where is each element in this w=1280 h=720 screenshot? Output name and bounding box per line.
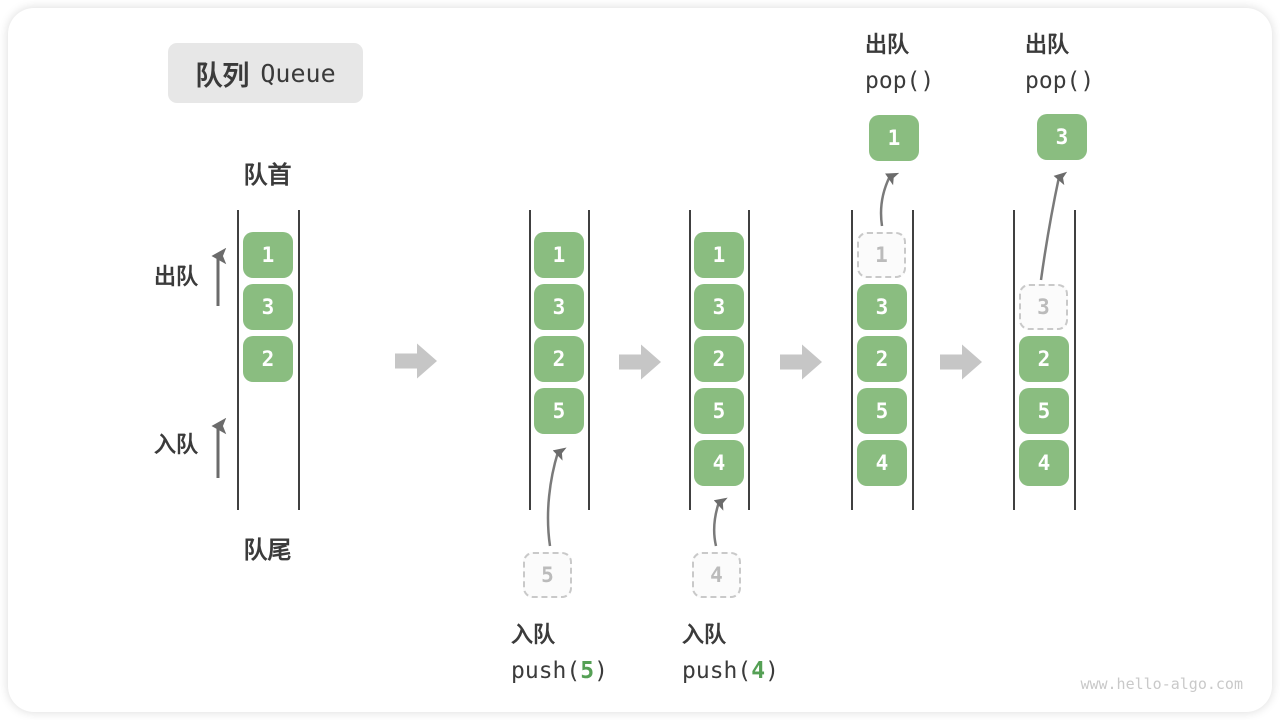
queue4-cell: 4	[857, 440, 907, 486]
step-arrow-2	[619, 344, 661, 380]
step-arrow-1	[395, 343, 437, 379]
rear-label: 队尾	[243, 537, 292, 564]
pop1-code: pop()	[865, 68, 935, 94]
queue-channel-walls	[237, 210, 1076, 510]
pop1-operation-label: 出队 pop()	[865, 27, 934, 94]
queue3-cell: 1	[694, 232, 744, 278]
pop2-operation-label: 出队 pop()	[1025, 27, 1094, 94]
dequeue-side-label: 出队	[154, 264, 199, 289]
watermark: www.hello-algo.com	[1080, 675, 1243, 693]
push5-arrow	[546, 447, 567, 547]
queue3-cell: 5	[694, 388, 744, 434]
queue2-cell: 1	[534, 232, 584, 278]
queue2-cell: 3	[534, 284, 584, 330]
push4-code-prefix: push(	[682, 658, 752, 684]
push5-code-prefix: push(	[511, 658, 581, 684]
step-arrow-4	[940, 344, 982, 380]
queue4-cell: 2	[857, 336, 907, 382]
queue4-ghost-cell: 1	[857, 232, 906, 278]
push5-code-suffix: )	[594, 658, 608, 684]
queue3-cell: 4	[694, 440, 744, 486]
front-label: 队首	[243, 162, 292, 189]
push5-code-arg: 5	[580, 658, 595, 684]
push4-arrow	[712, 497, 728, 547]
pop1-arrow	[879, 172, 900, 227]
push5-operation-label: 入队 push(5)	[511, 617, 608, 684]
push4-zh: 入队	[682, 622, 727, 647]
queue1-cell: 2	[243, 336, 293, 382]
title-en: Queue	[260, 58, 336, 88]
pop2-arrow	[1039, 171, 1068, 281]
push5-code: push(5)	[511, 658, 608, 684]
queue3-staging-cell: 4	[692, 552, 741, 598]
push4-code-arg: 4	[751, 658, 766, 684]
queue1-cell: 3	[243, 284, 293, 330]
queue5-cell: 2	[1019, 336, 1069, 382]
queue4-cell: 3	[857, 284, 907, 330]
queue3-cell: 3	[694, 284, 744, 330]
queue5-cell: 5	[1019, 388, 1069, 434]
queue2-staging-cell: 5	[523, 552, 572, 598]
queue2-cell: 5	[534, 388, 584, 434]
queue4-popped-cell: 1	[869, 115, 919, 161]
pop2-zh: 出队	[1025, 32, 1070, 57]
queue5-popped-cell: 3	[1037, 114, 1087, 160]
queue5-cell: 4	[1019, 440, 1069, 486]
push5-zh: 入队	[511, 622, 556, 647]
title-box: 队列 Queue	[168, 43, 363, 103]
queue5-ghost-cell: 3	[1019, 284, 1068, 330]
push4-code: push(4)	[682, 658, 779, 684]
pop1-zh: 出队	[865, 32, 910, 57]
title-zh: 队列	[195, 60, 250, 91]
enqueue-side-label: 入队	[154, 432, 199, 457]
queue1-cell: 1	[243, 232, 293, 278]
pop2-code: pop()	[1025, 68, 1095, 94]
push4-operation-label: 入队 push(4)	[682, 617, 779, 684]
queue4-cell: 5	[857, 388, 907, 434]
queue2-cell: 2	[534, 336, 584, 382]
step-arrow-3	[780, 344, 822, 380]
push4-code-suffix: )	[765, 658, 779, 684]
queue3-cell: 2	[694, 336, 744, 382]
